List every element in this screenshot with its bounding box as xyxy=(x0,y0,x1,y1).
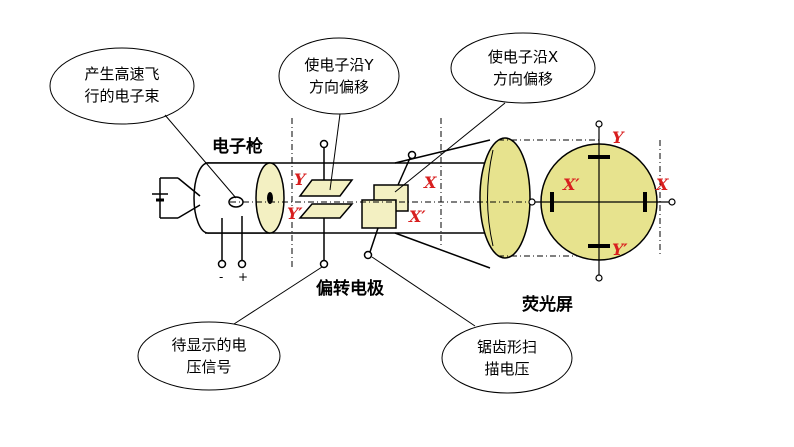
plate-label-x: X xyxy=(424,173,437,192)
callout-signal: 待显示的电 压信号 xyxy=(159,334,259,378)
callout-sawtooth-line2: 描电压 xyxy=(484,360,530,378)
callout-deflect-x-line1: 使电子沿X xyxy=(487,48,559,66)
callout-bubbles xyxy=(49,32,596,394)
electron-gun xyxy=(193,162,285,234)
screen-label-x: X xyxy=(656,175,669,194)
terminal-minus-label: - xyxy=(219,270,224,284)
terminal-plus xyxy=(237,259,247,269)
callout-deflect-x-line2: 方向偏移 xyxy=(492,70,553,88)
prime-mark: ′ xyxy=(298,204,303,223)
screen-end xyxy=(479,137,531,259)
callout-sawtooth-line1: 锯齿形扫 xyxy=(476,338,537,356)
callout-beam-line2: 行的电子束 xyxy=(84,87,160,105)
callout-deflect-y-line1: 使电子沿Y xyxy=(304,56,374,74)
screen-label-y-prime: Y′ xyxy=(612,240,628,259)
gun-wiring xyxy=(152,177,243,262)
leader-lines xyxy=(164,102,506,327)
callout-sawtooth: 锯齿形扫 描电压 xyxy=(457,336,557,380)
screen-label-y-prime-letter: Y xyxy=(612,240,624,259)
prime-mark: ′ xyxy=(623,240,628,259)
screen-front-view xyxy=(528,120,676,282)
label-deflection-electrodes: 偏转电极 xyxy=(316,279,384,299)
terminal-plus-label: + xyxy=(238,270,249,284)
plate-label-x-prime-letter: X xyxy=(409,207,422,226)
plate-label-y: Y xyxy=(294,170,306,189)
screen-label-x-prime: X′ xyxy=(563,175,580,194)
terminal-minus xyxy=(217,259,227,269)
callout-deflect-x: 使电子沿X 方向偏移 xyxy=(473,46,573,90)
plate-label-y-prime-letter: Y xyxy=(287,204,299,223)
label-electron-gun: 电子枪 xyxy=(212,137,263,157)
plate-label-x-prime: X′ xyxy=(409,207,426,226)
region-dividers xyxy=(291,118,442,268)
x-deflection-plates xyxy=(361,150,417,260)
plate-label-y-prime: Y′ xyxy=(287,204,303,223)
y-deflection-plates xyxy=(298,139,354,269)
callout-signal-line1: 待显示的电 xyxy=(171,336,247,354)
prime-mark: ′ xyxy=(421,207,426,226)
screen-label-y: Y xyxy=(612,128,624,147)
callout-signal-line2: 压信号 xyxy=(186,358,232,376)
screen-label-x-prime-letter: X xyxy=(563,175,576,194)
callout-deflect-y: 使电子沿Y 方向偏移 xyxy=(289,54,389,98)
callout-deflect-y-line2: 方向偏移 xyxy=(308,78,369,96)
label-fluorescent-screen: 荧光屏 xyxy=(522,295,573,315)
callout-beam: 产生高速飞 行的电子束 xyxy=(72,63,172,107)
prime-mark: ′ xyxy=(575,175,580,194)
callout-beam-line1: 产生高速飞 xyxy=(84,65,160,83)
